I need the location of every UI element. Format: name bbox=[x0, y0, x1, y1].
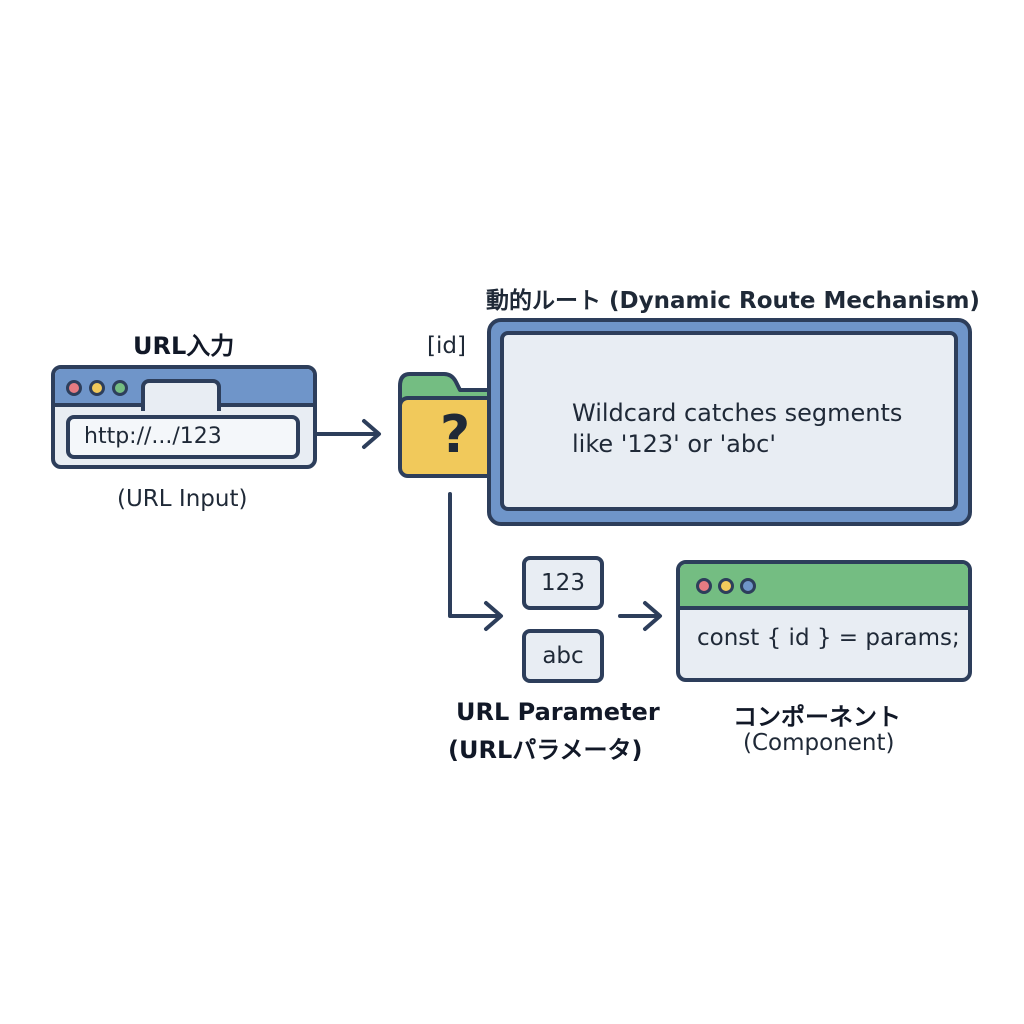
arrow-route-to-params-head bbox=[484, 601, 503, 631]
arrow-route-to-params bbox=[448, 492, 502, 618]
route-description-line-1: Wildcard catches segments bbox=[572, 399, 903, 427]
url-input-subtitle: (URL Input) bbox=[117, 486, 248, 512]
component-dot-blue bbox=[740, 578, 756, 594]
route-panel bbox=[500, 331, 958, 511]
dynamic-route-title-text: 動的ルート (Dynamic Route Mechanism) bbox=[486, 288, 980, 314]
url-parameter-subtitle: (URLパラメータ) bbox=[448, 736, 643, 764]
url-input-title: URL入力 bbox=[133, 332, 235, 360]
component-code: const { id } = params; bbox=[697, 625, 960, 651]
folder-label: [id] bbox=[427, 333, 466, 359]
url-parameter-title: URL Parameter bbox=[456, 698, 660, 726]
component-title: コンポーネント bbox=[733, 703, 901, 731]
component-subtitle: (Component) bbox=[743, 730, 895, 756]
component-dot-yellow bbox=[718, 578, 734, 594]
browser-dot-green bbox=[112, 380, 128, 396]
browser-dot-red bbox=[66, 380, 82, 396]
browser-dot-yellow bbox=[89, 380, 105, 396]
route-description: Wildcard catches segments like '123' or … bbox=[572, 398, 902, 460]
param-value-123: 123 bbox=[522, 556, 604, 610]
param-value-abc: abc bbox=[522, 629, 604, 683]
browser-tab[interactable] bbox=[141, 379, 221, 411]
folder-question-mark: ? bbox=[440, 405, 471, 465]
component-window bbox=[676, 560, 972, 682]
route-description-line-2: like '123' or 'abc' bbox=[572, 430, 776, 458]
arrow-params-to-component-head bbox=[643, 601, 662, 631]
dynamic-route-title: 動的ルート (Dynamic Route Mechanism) bbox=[486, 281, 980, 315]
component-dot-red bbox=[696, 578, 712, 594]
address-bar[interactable]: http://.../123 bbox=[66, 415, 300, 459]
arrow-input-to-route-head bbox=[362, 419, 381, 449]
